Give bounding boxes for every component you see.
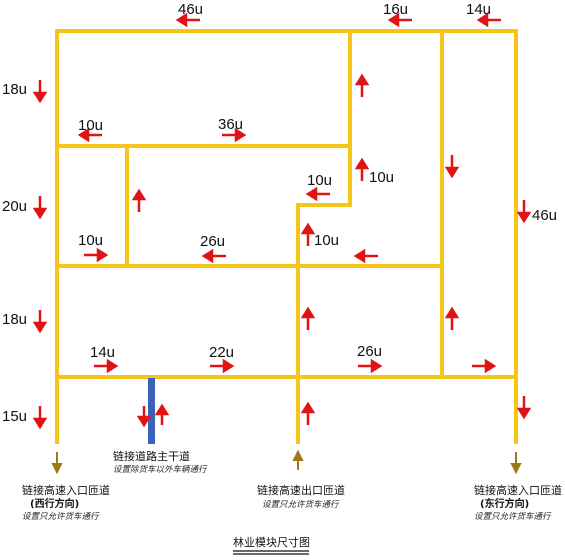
caption-exit-ramp: 链接高速出口匝道 设置只允许货车通行 <box>257 483 345 510</box>
arrow-right-icon <box>210 358 235 374</box>
dim-label: 26u <box>200 233 225 250</box>
dim-label: 36u <box>218 116 243 133</box>
dimension-labels: 46u 16u 14u 18u 20u 18u 15u 10u 36u 10u … <box>2 1 557 425</box>
arrow-up-icon <box>154 403 170 425</box>
arrow-right-icon <box>84 247 109 263</box>
ramp-arrows <box>51 449 522 475</box>
arrow-left-icon <box>201 248 226 264</box>
dim-label: 18u <box>2 311 27 328</box>
caption-line: (西行方向) <box>30 497 79 510</box>
arrow-left-icon <box>175 12 200 28</box>
arrow-right-icon <box>358 358 383 374</box>
arrow-down-icon <box>32 406 48 430</box>
arrow-left-icon <box>305 186 330 202</box>
arrow-down-icon <box>32 80 48 104</box>
arrow-up-icon <box>354 157 370 181</box>
arrow-left-icon <box>387 12 412 28</box>
caption-line: 设置只允许货车通行 <box>22 511 100 522</box>
dim-label: 10u <box>78 117 103 134</box>
dim-label: 46u <box>178 1 203 18</box>
arrow-up-icon <box>292 449 304 470</box>
arrow-left-icon <box>77 127 102 143</box>
arrow-right-icon <box>222 127 247 143</box>
caption-line: 设置除货车以外车辆通行 <box>113 464 208 475</box>
arrow-down-icon <box>51 452 63 475</box>
arrow-right-icon <box>94 358 119 374</box>
dim-label: 46u <box>532 207 557 224</box>
dim-label: 16u <box>383 1 408 18</box>
arrow-up-icon <box>300 306 316 330</box>
dim-label: 14u <box>466 1 491 18</box>
dim-label: 10u <box>307 172 332 189</box>
caption-line: (东行方向) <box>480 497 529 510</box>
diagram-title: 林业模块尺寸图 <box>233 535 310 549</box>
dim-label: 14u <box>90 344 115 361</box>
arrow-right-icon <box>472 358 497 374</box>
dim-label: 10u <box>78 232 103 249</box>
arrow-up-icon <box>131 188 147 212</box>
main-road-bar <box>148 378 155 444</box>
arrow-down-icon <box>516 200 532 224</box>
dim-label: 15u <box>2 408 27 425</box>
dim-label: 26u <box>357 343 382 360</box>
arrow-down-icon <box>136 406 152 428</box>
arrow-down-icon <box>510 452 522 475</box>
arrow-down-icon <box>32 196 48 220</box>
dim-label: 10u <box>314 232 339 249</box>
direction-arrows <box>32 12 532 430</box>
arrow-left-icon <box>476 12 501 28</box>
arrow-down-icon <box>444 155 460 179</box>
dim-label: 10u <box>369 169 394 186</box>
caption-main-road: 链接道路主干道 设置除货车以外车辆通行 <box>113 449 208 475</box>
arrow-up-icon <box>444 306 460 330</box>
dim-label: 22u <box>209 344 234 361</box>
arrow-left-icon <box>353 248 378 264</box>
caption-east-entry: 链接高速入口匝道 (东行方向) 设置只允许货车通行 <box>474 483 562 522</box>
arrow-up-icon <box>300 222 316 246</box>
caption-line: 设置只允许货车通行 <box>262 499 340 510</box>
arrow-down-icon <box>516 396 532 420</box>
caption-line: 链接道路主干道 <box>113 449 190 463</box>
caption-line: 链接高速入口匝道 <box>474 483 562 497</box>
road-network <box>55 29 518 444</box>
caption-line: 链接高速出口匝道 <box>257 483 345 497</box>
caption-west-entry: 链接高速入口匝道 (西行方向) 设置只允许货车通行 <box>22 483 110 522</box>
arrow-up-icon <box>354 73 370 97</box>
dim-label: 20u <box>2 198 27 215</box>
dim-label: 18u <box>2 81 27 98</box>
arrow-down-icon <box>32 310 48 334</box>
caption-line: 链接高速入口匝道 <box>22 483 110 497</box>
caption-line: 设置只允许货车通行 <box>474 511 552 522</box>
arrow-up-icon <box>300 401 316 425</box>
